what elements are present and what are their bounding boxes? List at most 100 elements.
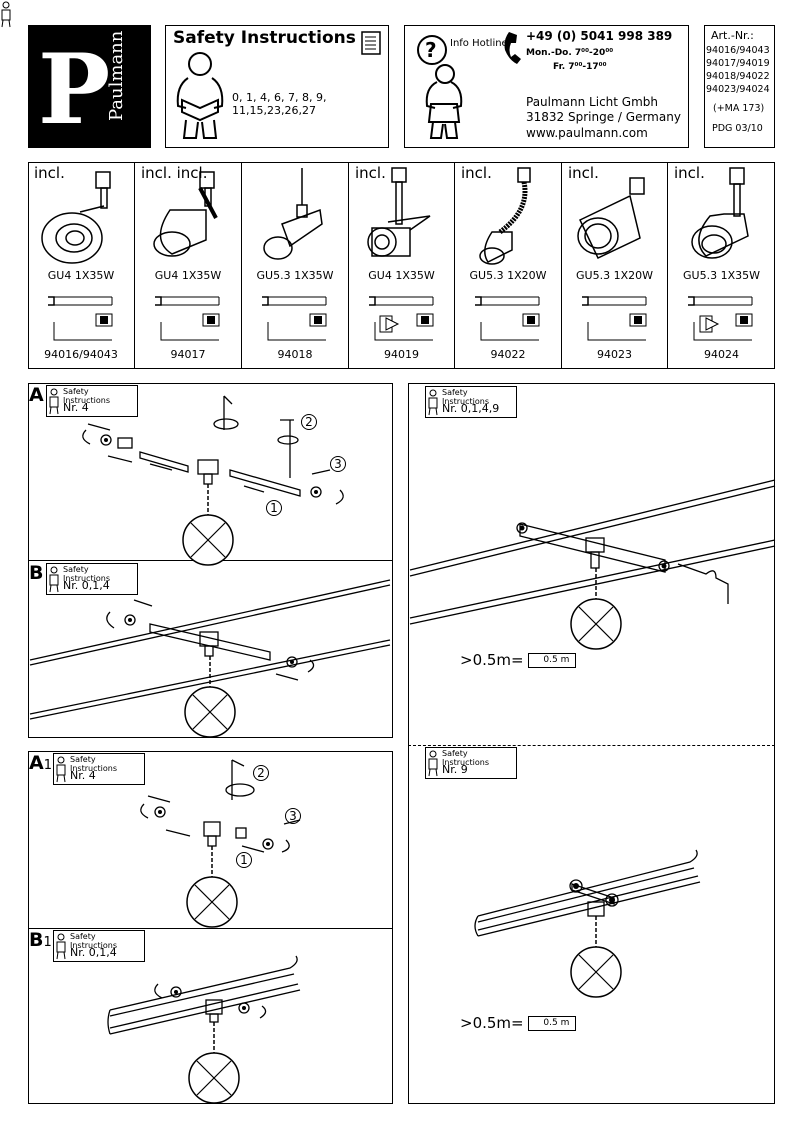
safety-tag-number: Nr. 0,1,4 bbox=[70, 946, 117, 959]
article-box: Art.-Nr.: 94016/94043 94017/94019 94018/… bbox=[704, 25, 775, 148]
step-3-a: 3 bbox=[330, 456, 346, 472]
step-1-a1: 1 bbox=[236, 852, 252, 868]
product-94019: incl. GU4 1X35W 94019 bbox=[349, 162, 455, 369]
company-website: www.paulmann.com bbox=[526, 126, 648, 140]
safety-header-box: Safety Instructions 0, 1, 4, 6, 7, 8, 9,… bbox=[165, 25, 389, 148]
product-number: 94024 bbox=[704, 348, 739, 361]
svg-text:?: ? bbox=[425, 38, 437, 62]
product-94023: incl. GU5.3 1X20W 94023 bbox=[562, 162, 668, 369]
safety-tag-right-bottom: Safety Instructions Nr. 9 bbox=[425, 747, 517, 779]
article-pdg: PDG 03/10 bbox=[712, 123, 763, 134]
distance-label-top: >0.5m= 0.5 m bbox=[460, 651, 577, 669]
section-a-label: A bbox=[29, 384, 44, 406]
safety-tag-number: Nr. 0,1,4 bbox=[63, 579, 110, 592]
safety-tag-b: Safety Instructions Nr. 0,1,4 bbox=[46, 563, 138, 595]
section-b-label: B bbox=[29, 562, 43, 584]
safety-tag-number: Nr. 4 bbox=[63, 401, 89, 414]
product-incl: incl. bbox=[568, 164, 599, 182]
product-spec: GU4 1X35W bbox=[154, 269, 222, 282]
distance-badge: 0.5 m bbox=[528, 653, 577, 668]
help-figure-icon: ? bbox=[417, 32, 521, 139]
phone-icon bbox=[504, 32, 521, 64]
divider-a1-b1 bbox=[28, 928, 393, 929]
safety-numbers-line2: 11,15,23,26,27 bbox=[232, 104, 316, 117]
step-2-a: 2 bbox=[301, 414, 317, 430]
divider-right-dashed bbox=[408, 745, 775, 746]
distance-badge: 0.5 m bbox=[528, 1016, 577, 1031]
distance-text: >0.5m= bbox=[460, 651, 524, 669]
section-letter: B bbox=[29, 929, 44, 951]
product-spec: GU5.3 1X35W bbox=[256, 269, 334, 282]
company-name: Paulmann Licht Gmbh bbox=[526, 95, 659, 109]
safety-tag-label: Safety Instructions bbox=[63, 565, 110, 583]
logo-name: Paulmann bbox=[106, 30, 127, 121]
section-letter: B bbox=[29, 562, 44, 584]
distance-badge-text: 0.5 m bbox=[543, 655, 570, 665]
safety-tag-number: Nr. 9 bbox=[442, 763, 468, 776]
hotline-hours-weekday: Mon.-Do. 7⁰⁰-20⁰⁰ bbox=[526, 48, 614, 58]
company-address: 31832 Springe / Germany bbox=[526, 110, 681, 124]
product-94016: incl. GU4 1X35W 94016/94043 bbox=[28, 162, 135, 369]
product-94024: incl. GU5.3 1X35W 94024 bbox=[668, 162, 775, 369]
product-number: 94019 bbox=[384, 348, 419, 361]
hotline-label: Info Hotline bbox=[450, 38, 508, 49]
product-number: 94023 bbox=[597, 348, 632, 361]
article-ma: (+MA 173) bbox=[713, 103, 765, 114]
safety-numbers-line1: 0, 1, 4, 6, 7, 8, 9, bbox=[232, 91, 327, 104]
safety-tag-label: Safety Instructions bbox=[70, 755, 117, 773]
article-label: Art.-Nr.: bbox=[711, 29, 754, 42]
logo-letter: P bbox=[38, 33, 111, 146]
section-sub: 1 bbox=[43, 758, 52, 773]
safety-tag-number: Nr. 4 bbox=[70, 769, 96, 782]
article-line1: 94016/94043 bbox=[706, 45, 770, 56]
divider-a-b bbox=[28, 560, 393, 561]
product-incl: incl. bbox=[674, 164, 705, 182]
product-number: 94018 bbox=[277, 348, 313, 361]
reading-figure-icon bbox=[176, 52, 224, 139]
panel-right bbox=[408, 383, 775, 1104]
product-incl: incl. incl. bbox=[141, 164, 208, 182]
safety-tag-a1: Safety Instructions Nr. 4 bbox=[53, 753, 145, 785]
product-spec: GU5.3 1X20W bbox=[469, 269, 547, 282]
product-spec: GU5.3 1X20W bbox=[576, 269, 653, 282]
product-number: 94017 bbox=[170, 348, 206, 361]
distance-text: >0.5m= bbox=[460, 1014, 524, 1032]
article-line2: 94017/94019 bbox=[706, 58, 770, 69]
step-2-a1: 2 bbox=[253, 765, 269, 781]
section-letter: A bbox=[29, 384, 44, 406]
article-line4: 94023/94024 bbox=[706, 84, 770, 95]
safety-tag-number: Nr. 0,1,4,9 bbox=[442, 402, 500, 415]
document-icon bbox=[361, 31, 381, 55]
distance-label-bottom: >0.5m= 0.5 m bbox=[460, 1014, 577, 1032]
product-number: 94022 bbox=[490, 348, 526, 361]
product-94022: incl. GU5.3 1X20W 94022 bbox=[455, 162, 562, 369]
safety-header-title: Safety Instructions bbox=[173, 28, 356, 48]
hotline-phone: +49 (0) 5041 998 389 bbox=[526, 29, 673, 43]
product-94017: incl. incl. GU4 1X35W 94017 bbox=[135, 162, 242, 369]
product-incl: incl. bbox=[355, 164, 386, 182]
step-3-a1: 3 bbox=[285, 808, 301, 824]
section-b1-label: B1 bbox=[29, 929, 52, 951]
product-spec: GU4 1X35W bbox=[368, 269, 435, 282]
safety-tag-label: Safety Instructions bbox=[63, 387, 110, 405]
safety-tag-b1: Safety Instructions Nr. 0,1,4 bbox=[53, 930, 145, 962]
hotline-box: ? Info Hotline +49 (0) 5041 998 389 Mon.… bbox=[404, 25, 689, 148]
hotline-hours-friday: Fr. 7⁰⁰-17⁰⁰ bbox=[553, 62, 607, 72]
product-strip bbox=[28, 162, 775, 369]
safety-tag-label: Safety Instructions bbox=[442, 749, 489, 767]
safety-tag-label: Safety Instructions bbox=[442, 388, 489, 406]
product-spec: GU4 1X35W bbox=[47, 269, 115, 282]
paulmann-logo: P Paulmann bbox=[28, 25, 151, 148]
safety-tag-a: Safety Instructions Nr. 4 bbox=[46, 385, 138, 417]
step-1-a: 1 bbox=[266, 500, 282, 516]
product-incl: incl. bbox=[461, 164, 492, 182]
product-spec: GU5.3 1X35W bbox=[683, 269, 760, 282]
section-sub: 1 bbox=[43, 935, 52, 950]
safety-tag-label: Safety Instructions bbox=[70, 932, 117, 950]
product-94018: GU5.3 1X35W 94018 bbox=[242, 162, 349, 369]
section-letter: A bbox=[29, 752, 44, 774]
product-incl: incl. bbox=[34, 164, 65, 182]
section-a1-label: A1 bbox=[29, 752, 52, 774]
distance-badge-text: 0.5 m bbox=[543, 1018, 570, 1028]
safety-tag-right-top: Safety Instructions Nr. 0,1,4,9 bbox=[425, 386, 517, 418]
